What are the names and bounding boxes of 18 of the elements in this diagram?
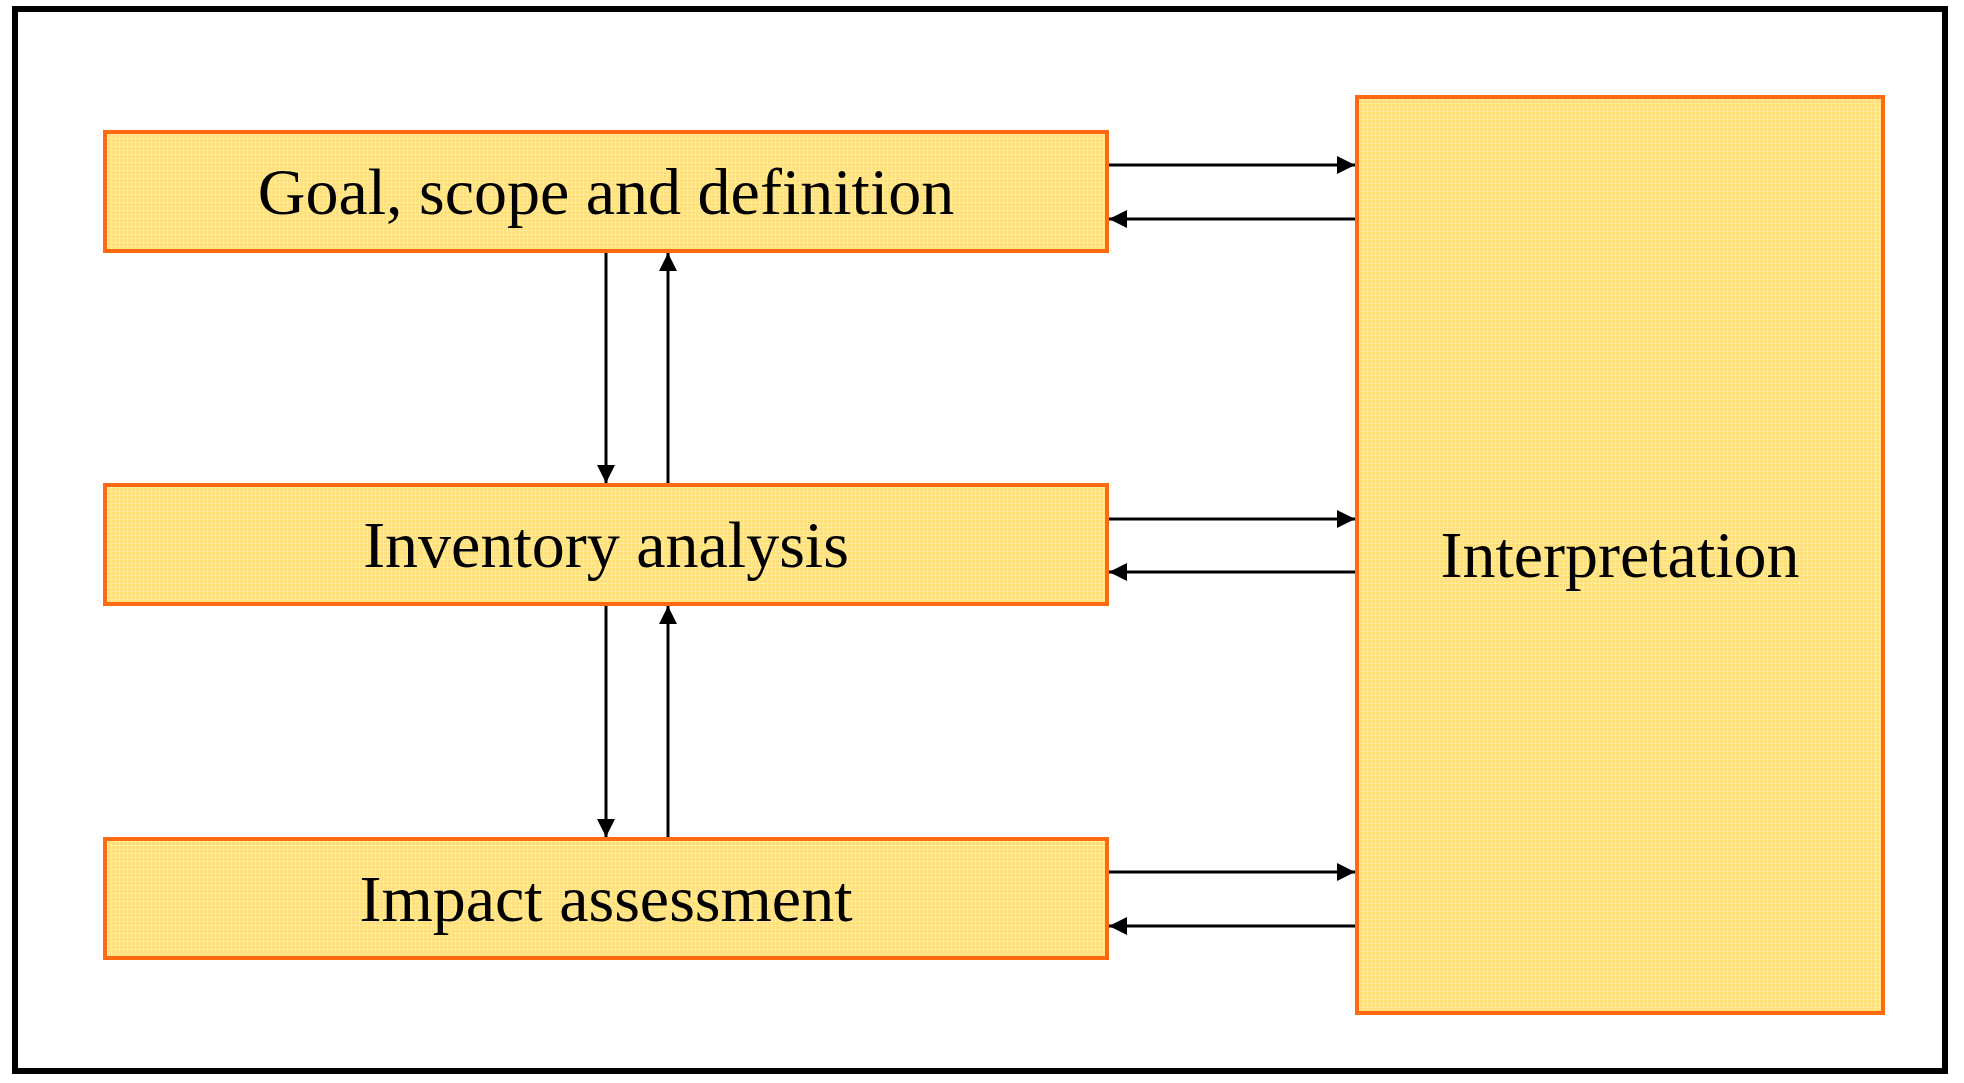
box-label: Inventory analysis — [363, 506, 849, 583]
box-label: Goal, scope and definition — [257, 153, 955, 230]
process-box — [103, 837, 1109, 960]
box-label: Impact assessment — [359, 860, 853, 937]
process-box — [103, 483, 1109, 606]
box-label: Interpretation — [1440, 517, 1800, 593]
arrow — [1109, 917, 1355, 935]
arrow — [1109, 563, 1355, 581]
arrow — [1109, 510, 1355, 528]
arrow — [1109, 210, 1355, 228]
arrow — [1109, 863, 1355, 881]
process-box — [103, 130, 1109, 253]
arrow — [659, 606, 677, 837]
arrow — [1109, 156, 1355, 174]
arrow — [597, 253, 615, 483]
arrow — [659, 253, 677, 483]
arrow — [597, 606, 615, 837]
process-box — [1355, 95, 1885, 1015]
